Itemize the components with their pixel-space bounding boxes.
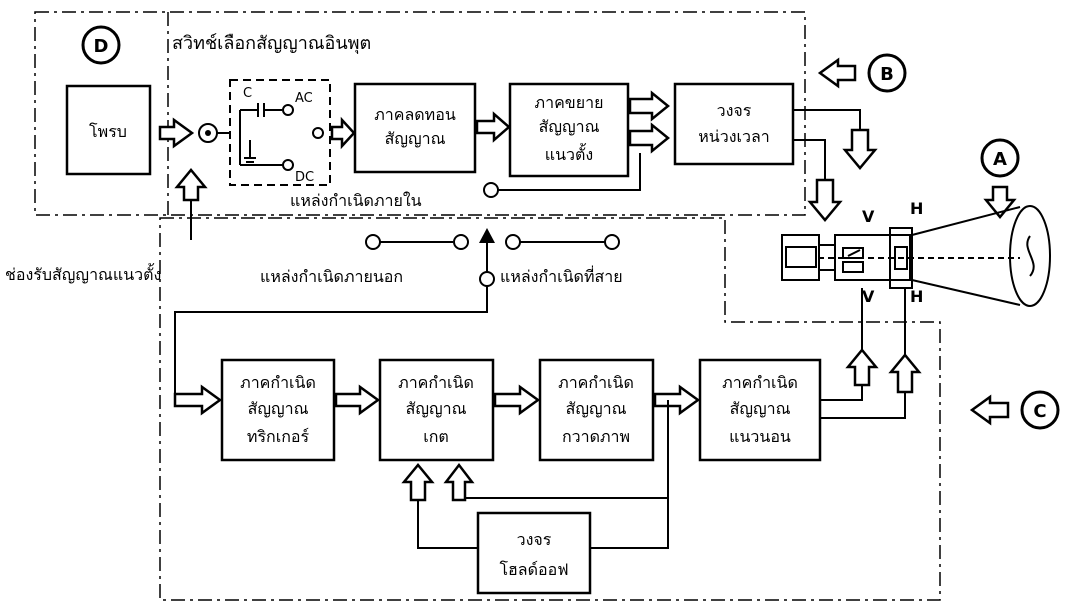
probe-label: โพรบ [89,122,127,141]
label-a-text: A [993,149,1007,170]
attenuator-label-2: สัญญาณ [385,129,446,148]
gate-gen-label-3: เกต [423,427,449,446]
arrow-feedback-gate-2 [401,463,435,502]
label-a: A [980,138,1020,178]
vertical-input-label: ช่องรับสัญญาณแนวตั้ง [5,263,161,284]
arrow-probe-to-connector [158,117,195,149]
label-d-text: D [94,36,109,57]
vertical-amp-block: ภาคขยาย สัญญาณ แนวตั้ง [508,82,630,178]
horizontal-feedback-wire [590,498,669,549]
trigger-gen-label-2: สัญญาณ [248,399,309,418]
sweep-gen-label-3: กวาดภาพ [562,427,630,446]
sweep-gen-block: ภาคกำเนิด สัญญาณ กวาดภาพ [538,358,655,462]
arrow-amp-to-delay-1 [628,90,670,122]
arrow-to-a [983,185,1017,219]
horizontal-output-arrow-2 [888,353,922,394]
attenuator-block: ภาคลดทอน สัญญาณ [353,82,477,174]
trigger-source-selector [365,228,620,287]
arrow-to-c [969,394,1010,426]
switch-c-label: C [243,86,252,101]
label-d: D [81,25,121,65]
arrow-gate-to-sweep [493,384,541,416]
arrow-vertical-input [174,168,208,202]
sweep-gen-label-1: ภาคกำเนิด [558,373,634,392]
crt-v-label-top: V [862,207,875,226]
input-connector [198,123,230,143]
delay-label-2: หน่วงเวลา [698,127,770,146]
horizontal-output-arrow-1 [845,348,879,387]
gate-gen-label-2: สัญญาณ [406,399,467,418]
crt-h-label-top: H [910,199,923,218]
delay-output-arrow-1 [842,128,878,170]
crt [781,205,1051,307]
attenuator-label-1: ภาคลดทอน [374,105,456,124]
holdoff-block: วงจร โฮลด์ออฟ [476,511,592,595]
delay-label-1: วงจร [717,101,752,120]
label-b-text: B [880,64,894,85]
delay-line-block: วงจร หน่วงเวลา [673,82,795,166]
probe-block: โพรบ [65,84,152,176]
trigger-gen-label-3: ทริกเกอร์ [247,427,310,446]
section-d-outline [34,11,806,216]
gate-gen-block: ภาคกำเนิด สัญญาณ เกต [378,358,495,462]
horizontal-gen-label-3: แนวนอน [729,427,791,446]
trigger-source-wire [174,286,488,400]
sweep-gen-label-2: สัญญาณ [566,399,627,418]
arrow-amp-to-delay-2 [628,122,670,154]
external-source-label: แหล่งกำเนิดภายนอก [260,267,403,286]
arrow-to-b [817,57,857,89]
delay-output-arrow-2 [807,178,843,222]
section-c-outline [159,217,941,601]
gate-gen-label-1: ภาคกำเนิด [398,373,474,392]
horizontal-gen-label-1: ภาคกำเนิด [722,373,798,392]
trigger-gen-block: ภาคกำเนิด สัญญาณ ทริกเกอร์ [220,358,336,462]
delay-output-wire-1 [793,109,861,130]
label-c: C [1020,390,1060,430]
arrow-trigger-to-gate [334,384,381,416]
label-c-text: C [1033,401,1046,422]
crt-v-label-bottom: V [862,287,875,306]
coupling-switch: C AC DC [239,86,324,185]
label-b: B [867,53,907,93]
horizontal-gen-block: ภาคกำเนิด สัญญาณ แนวนอน [698,358,822,462]
horizontal-output-wire-2 [820,392,906,419]
horizontal-gen-label-2: สัญญาณ [730,399,791,418]
arrow-switch-to-attenuator [330,116,356,150]
delay-output-wire-2 [793,139,826,180]
vertical-amp-label-3: แนวตั้ง [545,143,593,164]
holdoff-label-1: วงจร [517,530,552,549]
arrow-sweep-to-horizontal [653,384,701,416]
line-source-label: แหล่งกำเนิดที่สาย [500,265,623,286]
internal-source-terminal [483,182,499,198]
internal-source-wire [498,153,641,191]
holdoff-label-2: โฮลด์ออฟ [499,560,568,579]
input-selector-title: สวิทช์เลือกสัญญาณอินพุต [172,33,371,54]
vertical-amp-label-1: ภาคขยาย [535,93,604,112]
arrow-feedback-gate-1 [443,462,475,502]
internal-source-label: แหล่งกำเนิดภายใน [290,191,422,210]
vertical-amp-label-2: สัญญาณ [539,117,600,136]
switch-dc-label: DC [295,170,314,185]
arrow-attenuator-to-amp [475,111,511,143]
arrow-into-trigger [173,384,223,416]
holdoff-output-wire [417,500,478,549]
crt-h-label-bottom: H [910,287,923,306]
switch-ac-label: AC [295,91,313,106]
horizontal-output-wire-1 [820,385,863,401]
trigger-gen-label-1: ภาคกำเนิด [240,373,316,392]
